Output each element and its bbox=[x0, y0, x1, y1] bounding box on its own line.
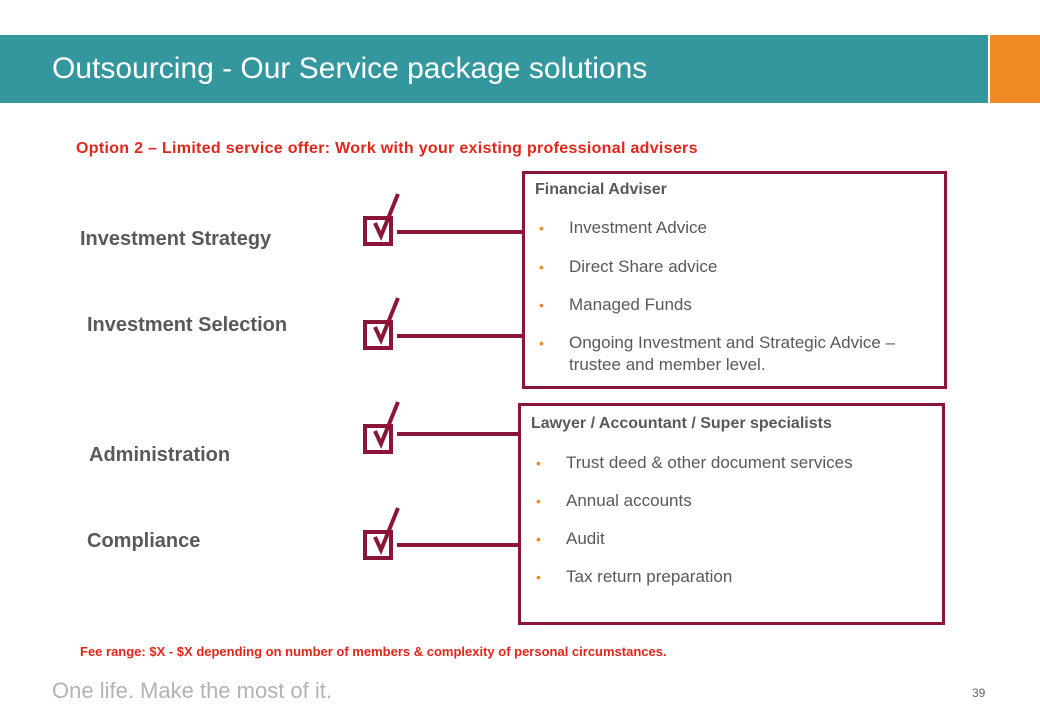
financial-adviser-panel bbox=[522, 171, 947, 389]
list-item-label: Ongoing Investment and Strategic Advice … bbox=[569, 333, 896, 374]
list-item: • Annual accounts bbox=[536, 490, 926, 512]
list-item: • Managed Funds bbox=[539, 294, 929, 316]
list-item-label: Direct Share advice bbox=[569, 257, 718, 276]
orange-accent-block bbox=[990, 35, 1040, 103]
bullet-icon: • bbox=[536, 493, 541, 509]
category-compliance: Compliance bbox=[87, 530, 201, 552]
category-investment-selection: Investment Selection bbox=[87, 314, 288, 336]
connector-line bbox=[397, 230, 523, 234]
list-item-label: Annual accounts bbox=[566, 491, 692, 510]
checkbox-administration[interactable] bbox=[363, 424, 393, 454]
page-number: 39 bbox=[972, 686, 986, 700]
list-item-label: Audit bbox=[566, 529, 605, 548]
list-item: • Direct Share advice bbox=[539, 256, 929, 278]
list-item: • Trust deed & other document services bbox=[536, 452, 938, 474]
connector-line bbox=[397, 543, 519, 547]
list-item-label: Managed Funds bbox=[569, 295, 692, 314]
fee-range-note: Fee range: $X - $X depending on number o… bbox=[80, 644, 667, 659]
title-bar bbox=[0, 35, 988, 103]
check-mark-icon bbox=[373, 297, 400, 346]
bullet-icon: • bbox=[539, 335, 544, 351]
bullet-icon: • bbox=[539, 297, 544, 313]
option-subtitle: Option 2 – Limited service offer: Work w… bbox=[76, 140, 698, 157]
list-item: • Investment Advice bbox=[539, 217, 929, 239]
list-item: • Audit bbox=[536, 528, 926, 550]
connector-line bbox=[397, 432, 519, 436]
bullet-icon: • bbox=[536, 531, 541, 547]
list-item: • Ongoing Investment and Strategic Advic… bbox=[539, 332, 919, 376]
check-mark-icon bbox=[373, 193, 400, 242]
page-title: Outsourcing - Our Service package soluti… bbox=[52, 52, 648, 85]
category-investment-strategy: Investment Strategy bbox=[80, 228, 272, 250]
panel-heading-lawyer-accountant: Lawyer / Accountant / Super specialists bbox=[531, 415, 832, 432]
list-item: • Tax return preparation bbox=[536, 566, 926, 588]
check-mark-icon bbox=[373, 401, 400, 450]
list-item-label: Investment Advice bbox=[569, 218, 707, 237]
bullet-icon: • bbox=[536, 569, 541, 585]
category-administration: Administration bbox=[89, 444, 231, 466]
bullet-icon: • bbox=[539, 259, 544, 275]
connector-line bbox=[397, 334, 523, 338]
checkbox-investment-strategy[interactable] bbox=[363, 216, 393, 246]
bullet-icon: • bbox=[539, 220, 544, 236]
checkbox-compliance[interactable] bbox=[363, 530, 393, 560]
list-item-label: Tax return preparation bbox=[566, 567, 733, 586]
tagline: One life. Make the most of it. bbox=[52, 678, 333, 703]
bullet-icon: • bbox=[536, 455, 541, 471]
panel-heading-financial-adviser: Financial Adviser bbox=[535, 181, 667, 198]
checkbox-investment-selection[interactable] bbox=[363, 320, 393, 350]
list-item-label: Trust deed & other document services bbox=[566, 453, 853, 472]
check-mark-icon bbox=[373, 507, 400, 556]
lawyer-accountant-panel bbox=[518, 403, 945, 625]
